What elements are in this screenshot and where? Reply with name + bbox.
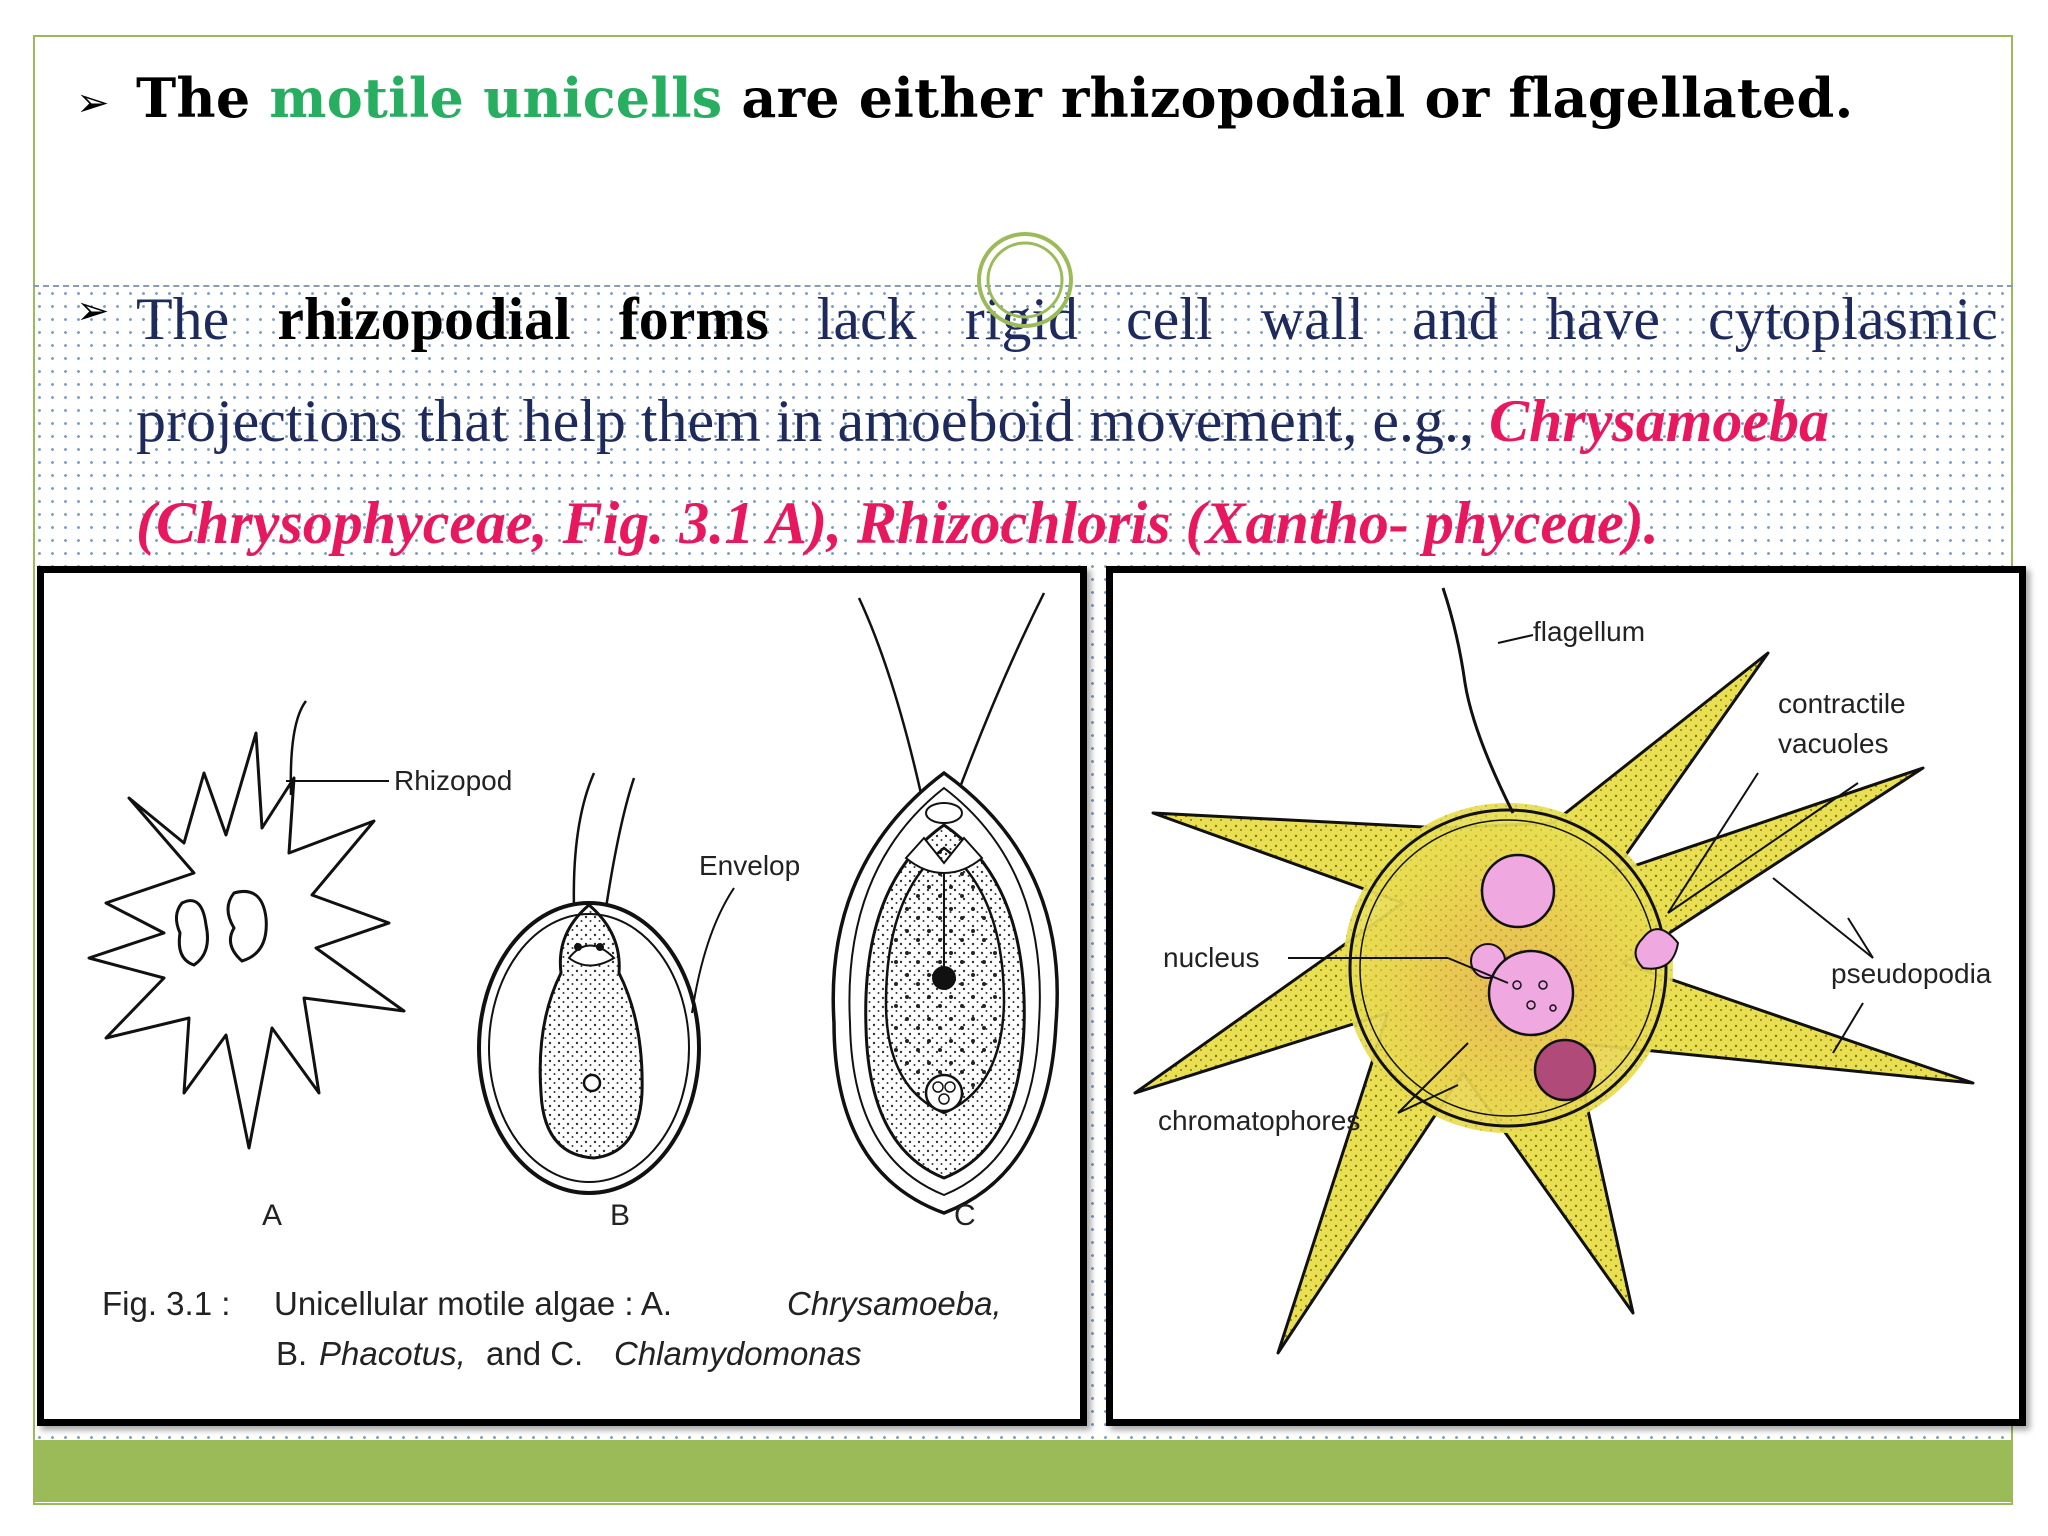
bullet-1-part1: The — [136, 66, 270, 130]
figure-panel-left: Rhizopod A Envelop B — [37, 566, 1087, 1426]
bullet-2-line-2: projections that help them in amoeboid m… — [136, 370, 1998, 472]
leader-lines — [1288, 634, 1874, 1114]
rhizopodial-cell-diagram: flagellum contractile vacuoles nucleus p… — [1133, 587, 1992, 1355]
caption-chrysamoeba: Chrysamoeba, — [787, 1285, 1002, 1322]
label-vacuoles: vacuoles — [1778, 728, 1889, 759]
bullet-2-line-3: (Chrysophyceae, Fig. 3.1 A), Rhizochlori… — [136, 490, 1659, 556]
label-pseudopodia: pseudopodia — [1831, 958, 1992, 989]
cell-membrane — [1348, 808, 1668, 1128]
caption-fig-number: Fig. 3.1 : — [102, 1285, 230, 1322]
word-bold: rhizopodial — [277, 286, 571, 352]
bullet-1-text: The motile unicells are either rhizopodi… — [136, 66, 1854, 130]
bullet-2-line-1: The rhizopodial forms lack rigid cell wa… — [136, 268, 1998, 370]
bullet-arrow-icon: ➢ — [76, 288, 110, 334]
word: cytoplasmic — [1708, 286, 1998, 352]
label-c: C — [954, 1199, 976, 1232]
label-b: B — [610, 1199, 630, 1232]
caption-line-2a: B. — [276, 1335, 307, 1372]
label-a: A — [262, 1199, 282, 1232]
caption-chlamydomonas: Chlamydomonas — [614, 1335, 862, 1372]
caption-phacotus: Phacotus, — [319, 1335, 466, 1372]
bullet-1-highlight: motile unicells — [269, 66, 723, 130]
species-chrysamoeba: Chrysamoeba — [1489, 388, 1830, 454]
label-flagellum: flagellum — [1533, 616, 1645, 647]
label-envelop: Envelop — [699, 850, 800, 881]
footer-bar — [33, 1440, 2013, 1502]
bullet-arrow-icon: ➢ — [76, 80, 110, 126]
figure-panel-right: flagellum contractile vacuoles nucleus p… — [1106, 566, 2026, 1426]
label-contractile: contractile — [1778, 688, 1906, 719]
word: have — [1546, 286, 1660, 352]
caption-line-2c: and C. — [486, 1335, 583, 1372]
line-2-text: projections that help them in amoeboid m… — [136, 388, 1490, 454]
word-bold: forms — [618, 286, 769, 352]
word: lack — [816, 286, 917, 352]
bullet-1-part2: are either rhizopodial or flagellated. — [722, 66, 1854, 130]
bullet-2-paragraph: The rhizopodial forms lack rigid cell wa… — [136, 268, 1998, 574]
caption-line-1a: Unicellular motile algae : A. — [274, 1285, 672, 1322]
word: The — [136, 286, 230, 352]
flagellum — [1441, 587, 1515, 814]
decorative-ring-icon — [977, 232, 1073, 328]
phacotus-cell — [477, 772, 735, 1195]
vacuoles — [1470, 853, 1680, 1102]
word: cell — [1126, 286, 1213, 352]
word: and — [1412, 286, 1499, 352]
word: wall — [1260, 286, 1364, 352]
chlamydomonas-cell — [831, 592, 1059, 1215]
chrysamoeba-cell — [87, 700, 406, 1150]
label-rhizopod: Rhizopod — [394, 765, 512, 796]
label-nucleus: nucleus — [1163, 942, 1260, 973]
unicellular-algae-diagram: Rhizopod A Envelop B — [87, 592, 1059, 1372]
label-chromatophores: chromatophores — [1158, 1105, 1360, 1136]
